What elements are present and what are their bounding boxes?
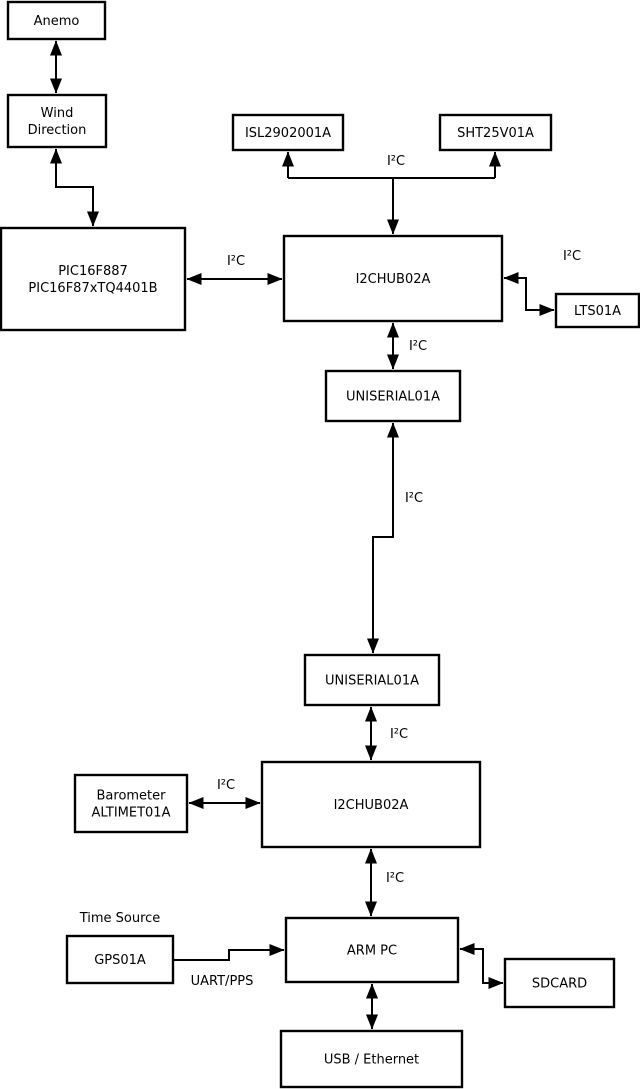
usb-ethernet-box	[279, 1029, 464, 1089]
uniserial-2-box	[303, 653, 441, 707]
label-i2c-hub2-armpc: I²C	[386, 871, 404, 886]
lts01a-label: LTS01A	[574, 304, 621, 319]
i2chub-1-box	[282, 234, 504, 323]
gps01a-box	[65, 934, 175, 985]
wind-direction-box	[6, 93, 108, 149]
barometer-box	[73, 773, 189, 834]
lts01a-box	[554, 292, 640, 329]
pic-box	[0, 226, 187, 332]
node-gps01a: GPS01A	[65, 934, 175, 985]
node-sht25v01a: SHT25V01A	[438, 113, 553, 152]
label-time-source: Time Source	[79, 911, 161, 926]
node-uniserial-2: UNISERIAL01A	[303, 653, 441, 707]
node-lts01a: LTS01A	[554, 292, 640, 329]
node-i2chub-1: I2CHUB02A	[282, 234, 504, 323]
arm-pc-box	[284, 916, 460, 984]
label-i2c-uniserial-link: I²C	[405, 491, 423, 506]
anemo-label: Anemo	[34, 14, 80, 29]
gps01a-label: GPS01A	[94, 953, 146, 968]
connector-uniserial-link	[367, 422, 399, 654]
label-i2c-pic-hub1: I²C	[227, 254, 245, 269]
label-i2c-barometer-hub2: I²C	[217, 778, 235, 793]
sdcard-label: SDCARD	[532, 977, 587, 992]
node-i2chub-2: I2CHUB02A	[260, 760, 482, 849]
isl2902001a-label: ISL2902001A	[245, 126, 331, 141]
label-uart-pps: UART/PPS	[191, 974, 254, 989]
node-sdcard: SDCARD	[503, 957, 616, 1009]
uniserial-1-label: UNISERIAL01A	[346, 390, 440, 405]
node-anemo: Anemo	[6, 0, 107, 41]
label-i2c-hub1-uniserial1: I²C	[409, 339, 427, 354]
label-i2c-hub1-lts: I²C	[563, 249, 581, 264]
uniserial-2-label: UNISERIAL01A	[325, 674, 419, 689]
connector-gps-armpc	[173, 944, 285, 961]
i2chub-2-label: I2CHUB02A	[334, 798, 409, 813]
node-arm-pc: ARM PC	[284, 916, 460, 984]
node-uniserial-1: UNISERIAL01A	[324, 369, 462, 423]
usb-ethernet-label: USB / Ethernet	[324, 1053, 419, 1068]
i2chub-2-box	[260, 760, 482, 849]
label-i2c-uniserial2-hub2: I²C	[390, 727, 408, 742]
connector-hub1-lts	[503, 272, 555, 316]
label-i2c-sensor-branch: I²C	[387, 154, 405, 169]
arm-pc-label: ARM PC	[347, 944, 397, 959]
anemo-box	[6, 0, 107, 41]
uniserial-1-box	[324, 369, 462, 423]
node-usb-ethernet: USB / Ethernet	[279, 1029, 464, 1089]
sht25v01a-label: SHT25V01A	[457, 126, 534, 141]
connector-winddirection-pic	[50, 148, 99, 227]
sdcard-box	[503, 957, 616, 1009]
connector-armpc-sdcard	[459, 943, 504, 989]
i2chub-1-label: I2CHUB02A	[356, 272, 431, 287]
isl2902001a-box	[231, 113, 345, 152]
sht25v01a-box	[438, 113, 553, 152]
node-isl2902001a: ISL2902001A	[231, 113, 345, 152]
